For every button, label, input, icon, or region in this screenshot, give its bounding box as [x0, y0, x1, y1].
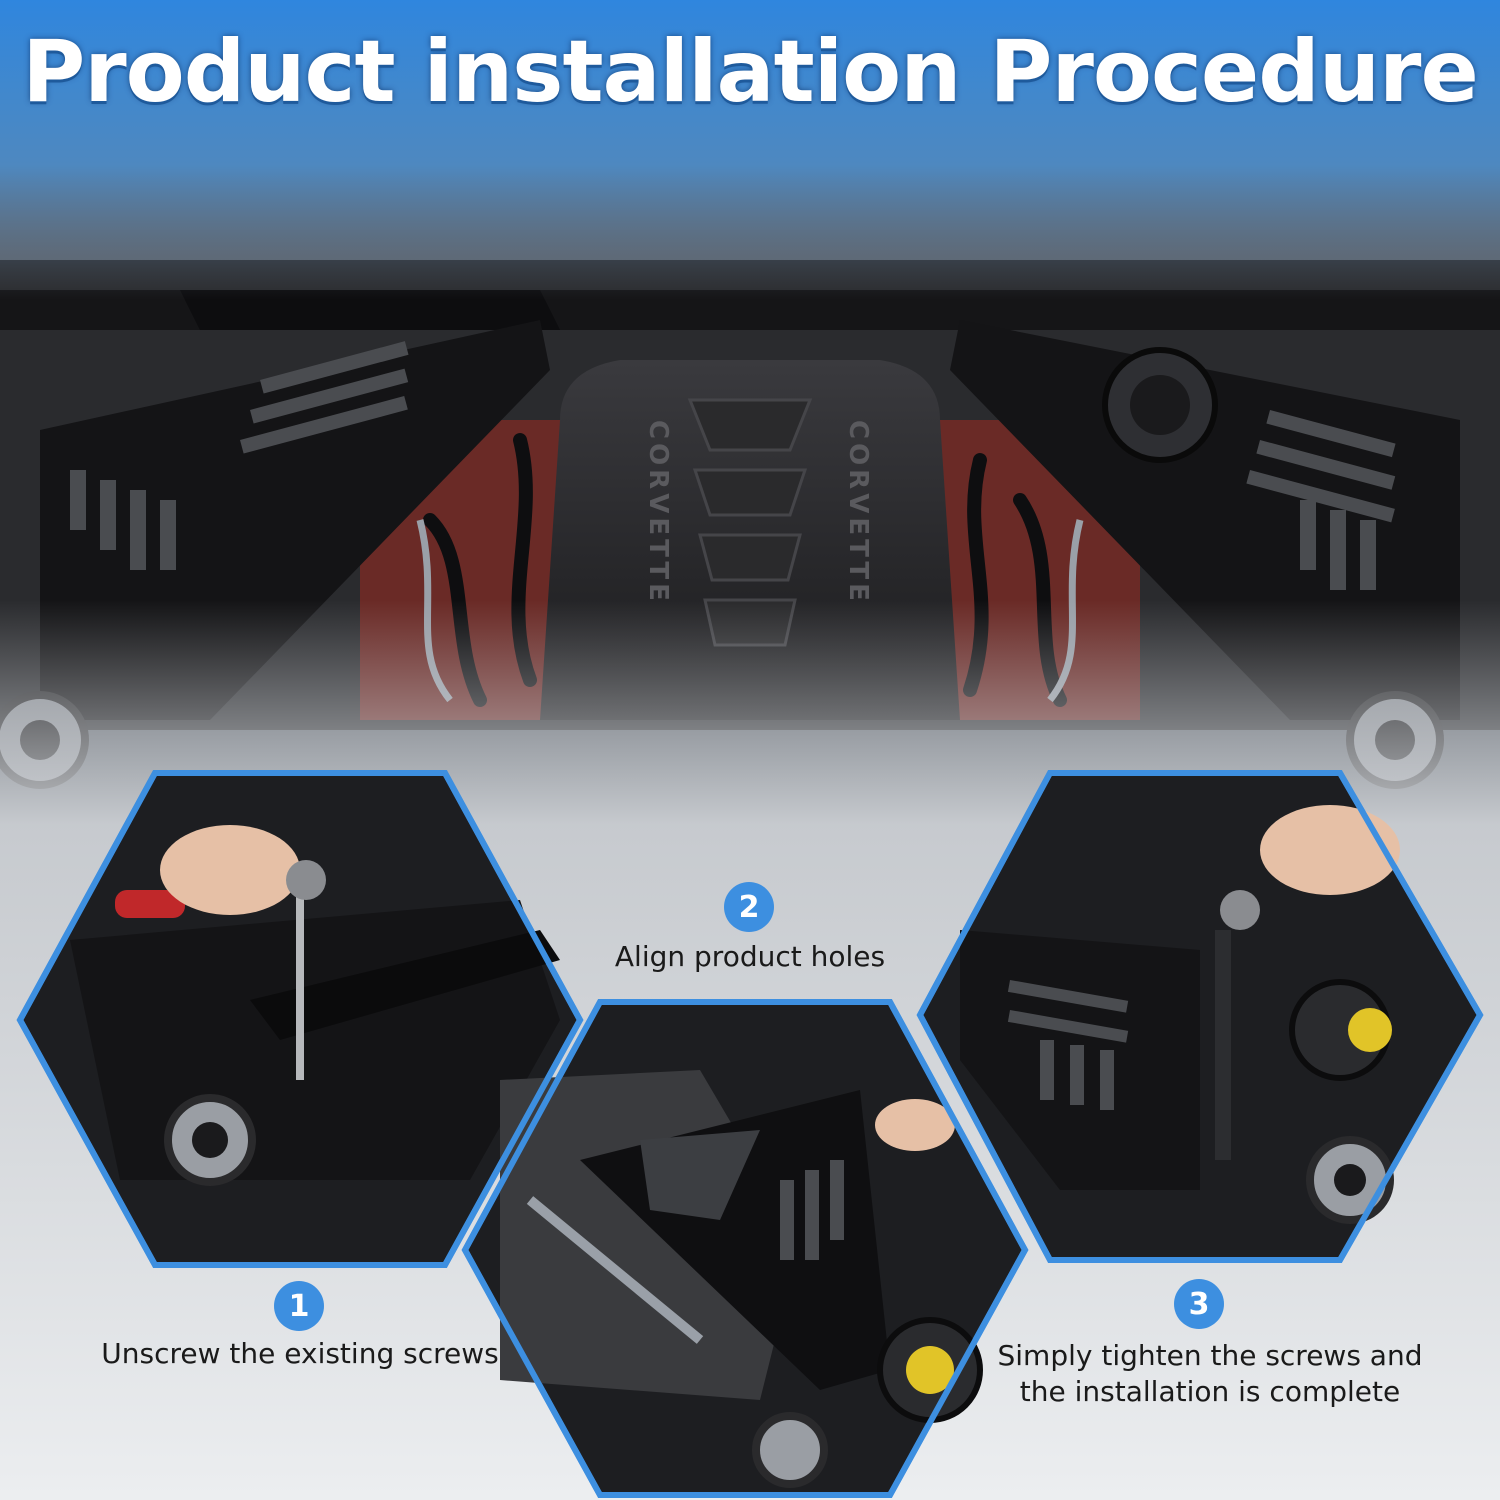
engine-cover-text-right: CORVETTE [843, 420, 873, 605]
step-1-photo [16, 770, 584, 1268]
step-3-caption-line-1: Simply tighten the screws and [997, 1339, 1423, 1372]
step-3-badge: 3 [1174, 1279, 1224, 1329]
step-1-caption-line-1: Unscrew the existing screws [101, 1337, 499, 1370]
page-title: Product installation Procedure [22, 22, 1479, 122]
step-3-caption-line-2: the installation is complete [1019, 1375, 1401, 1408]
step-2-caption-line-1: Align product holes [614, 940, 886, 973]
step-2-badge: 2 [724, 882, 774, 932]
step-3-caption: Simply tighten the screws and the instal… [990, 1338, 1430, 1410]
step-3-photo [916, 770, 1484, 1263]
step-1-badge: 1 [274, 1281, 324, 1331]
engine-cover-text-left: CORVETTE [643, 420, 673, 605]
step-2-caption: Align product holes [560, 939, 940, 975]
step-2-photo [461, 999, 1029, 1498]
step-1-caption: Unscrew the existing screws [80, 1336, 520, 1372]
